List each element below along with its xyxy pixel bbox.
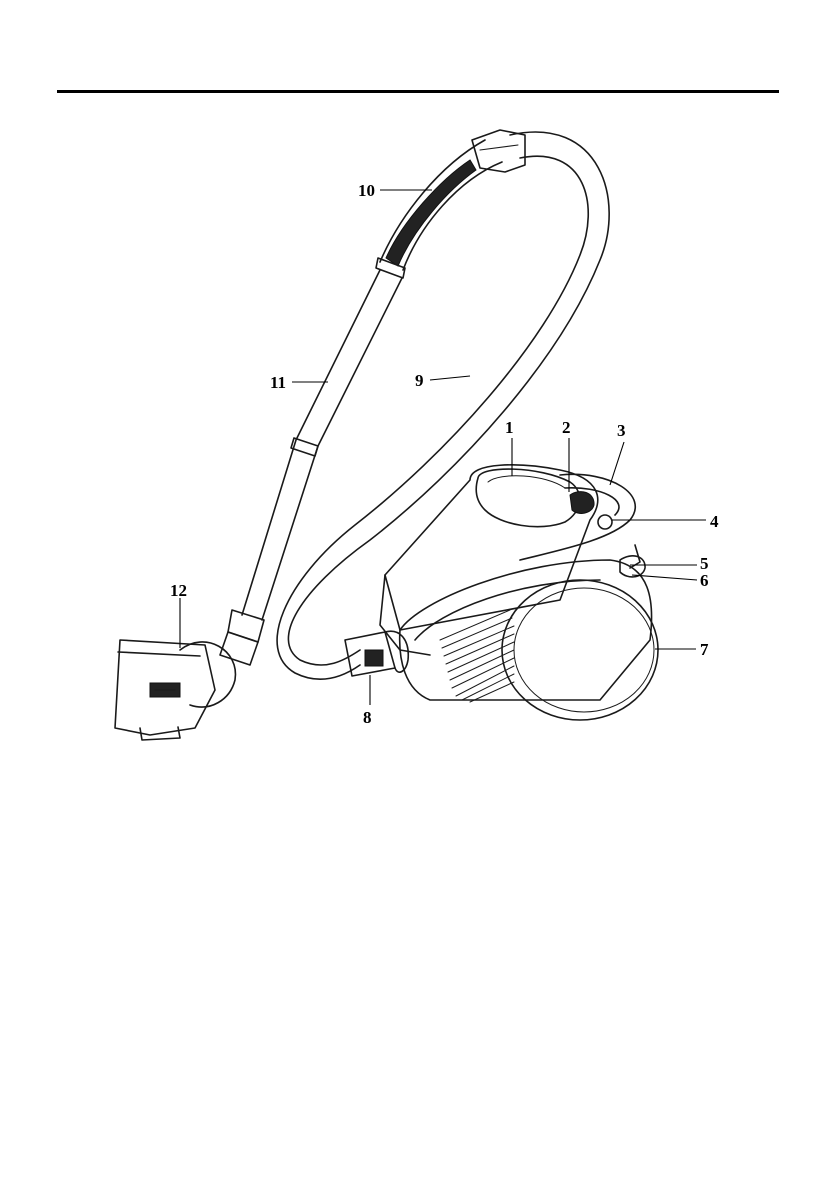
callout-1: 1 bbox=[505, 418, 514, 437]
callout-6: 6 bbox=[700, 571, 709, 590]
callout-7: 7 bbox=[700, 640, 709, 659]
main-body bbox=[345, 465, 658, 720]
callout-12: 12 bbox=[170, 581, 187, 600]
callout-2: 2 bbox=[562, 418, 571, 437]
callout-3: 3 bbox=[617, 421, 626, 440]
telescopic-tube bbox=[220, 270, 402, 665]
release-button bbox=[570, 492, 594, 514]
callout-10: 10 bbox=[358, 181, 375, 200]
side-wheel bbox=[502, 580, 658, 720]
callout-4: 4 bbox=[710, 512, 719, 531]
flexible-hose bbox=[277, 132, 609, 679]
callouts: 10 11 9 1 2 3 4 5 6 7 8 12 bbox=[170, 181, 719, 727]
floor-nozzle bbox=[115, 640, 235, 740]
callout-11: 11 bbox=[270, 373, 286, 392]
hose-handle bbox=[376, 130, 525, 278]
handle-grip bbox=[386, 160, 476, 266]
callout-8: 8 bbox=[363, 708, 372, 727]
callout-9: 9 bbox=[415, 371, 424, 390]
